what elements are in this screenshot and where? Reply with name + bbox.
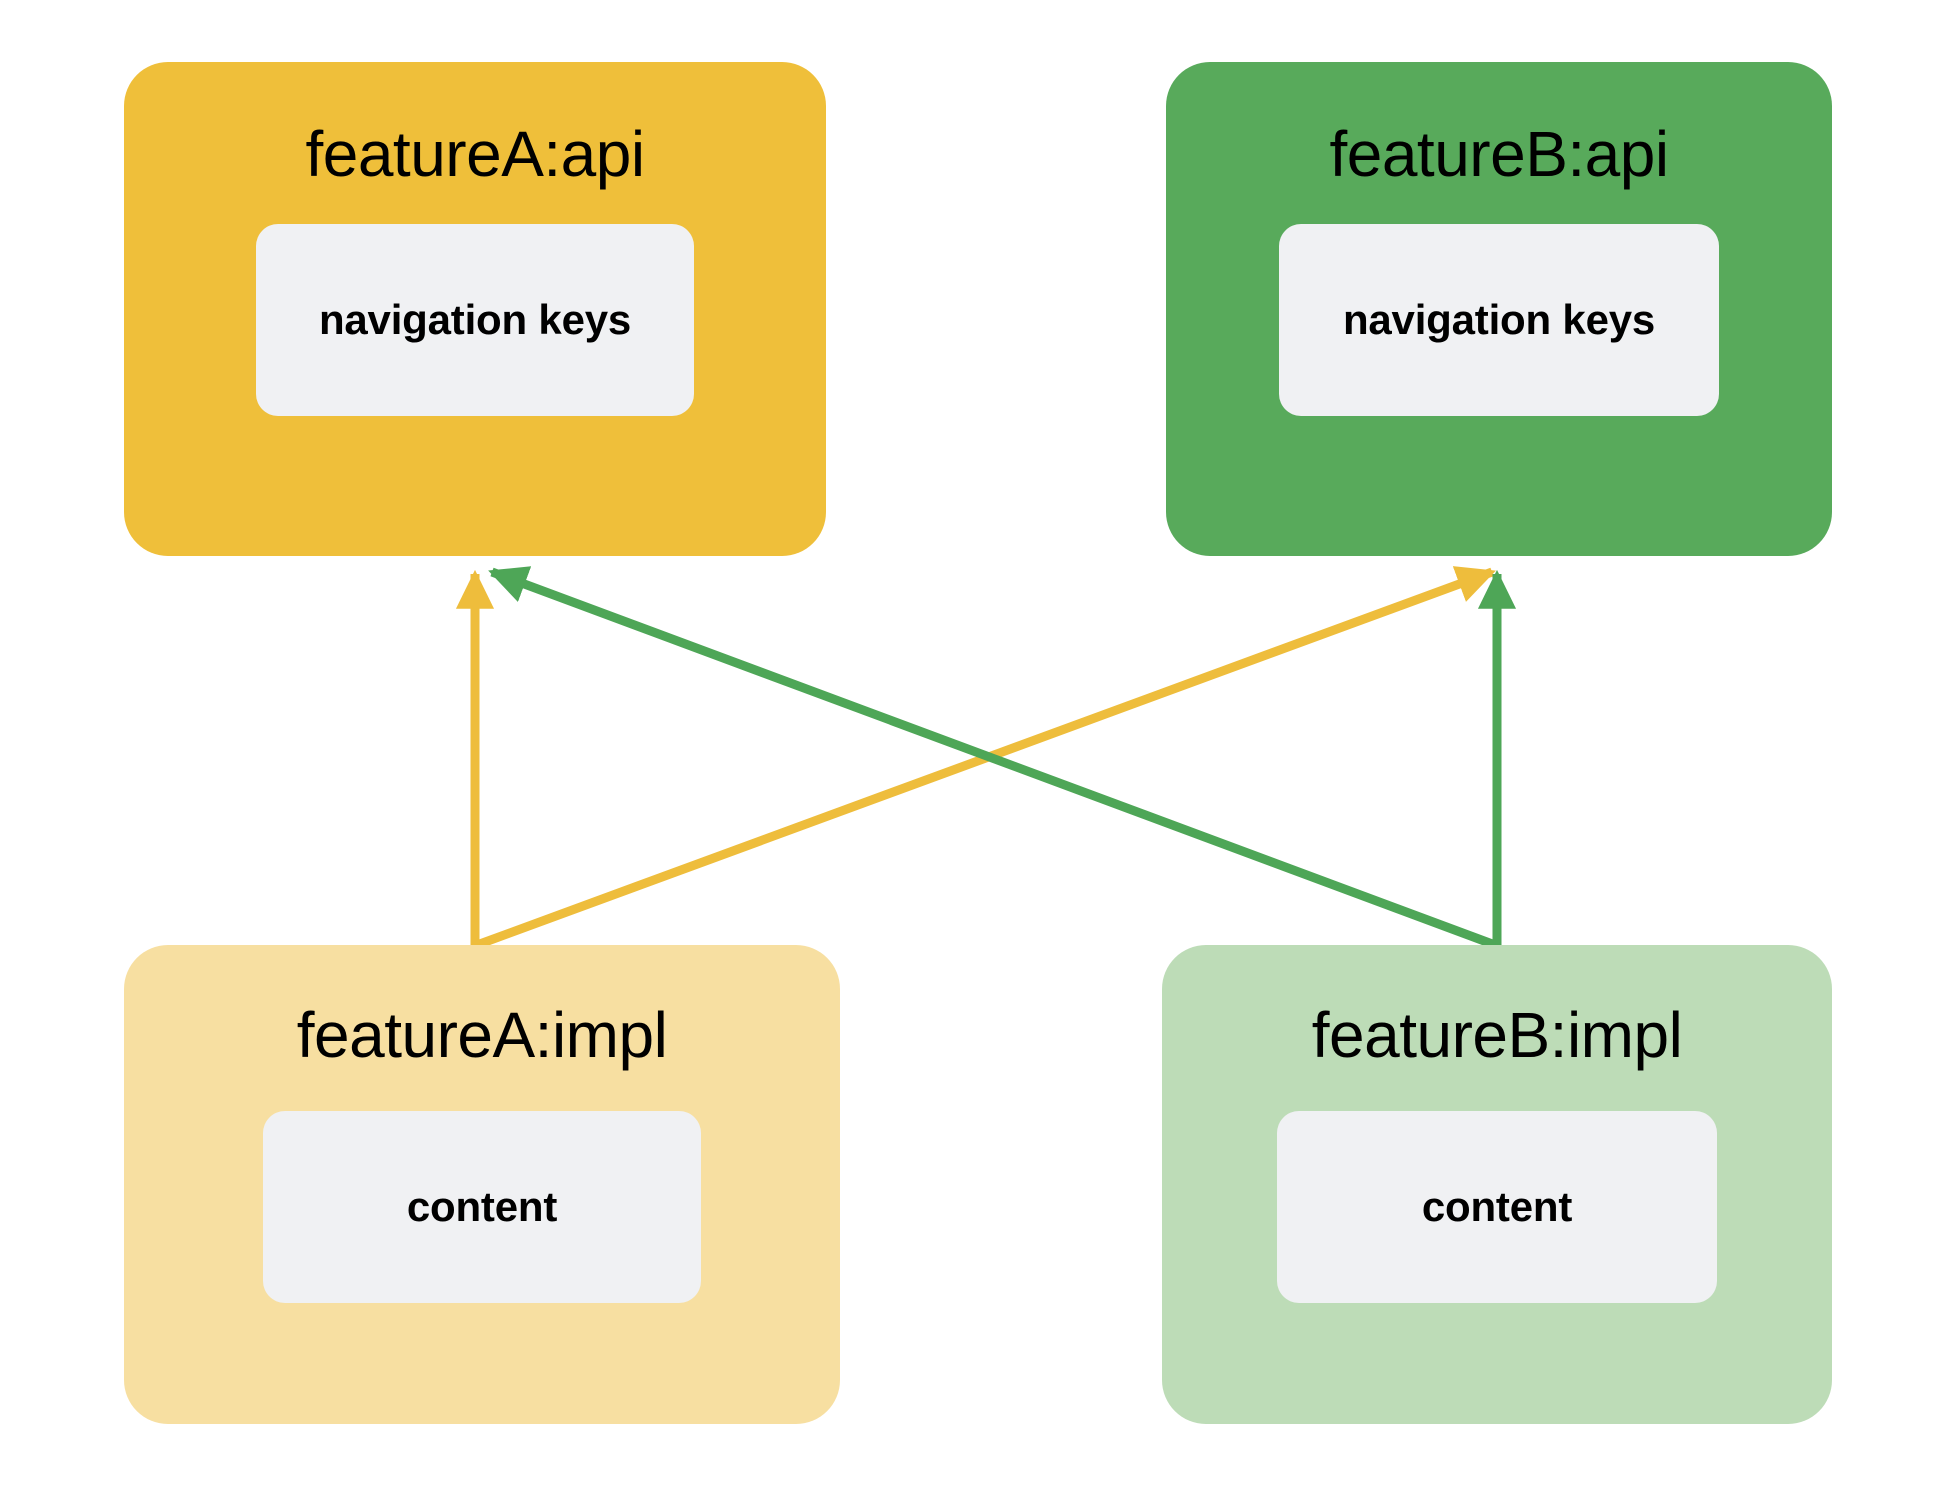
module-node-featurea-impl[interactable]: featureA:impl content	[124, 945, 840, 1424]
module-node-featureb-impl[interactable]: featureB:impl content	[1162, 945, 1832, 1424]
edge-featureb-impl-to-featurea-api	[488, 566, 1497, 950]
module-node-featureb-api[interactable]: featureB:api navigation keys	[1166, 62, 1832, 556]
artifact-label-featurea-api: navigation keys	[318, 296, 632, 343]
artifact-box-featurea-api: navigation keys	[256, 224, 694, 416]
module-title-featurea-api: featureA:api	[305, 118, 645, 190]
module-node-featurea-api[interactable]: featureA:api navigation keys	[124, 62, 826, 556]
artifact-box-featurea-impl: content	[263, 1111, 701, 1303]
edge-featurea-impl-to-featureb-api	[475, 566, 1496, 950]
module-title-featureb-impl: featureB:impl	[1311, 999, 1683, 1071]
artifact-label-featureb-impl: content	[1421, 1183, 1573, 1230]
artifact-label-featurea-impl: content	[406, 1183, 558, 1230]
artifact-box-featureb-api: navigation keys	[1279, 224, 1719, 416]
module-title-featurea-impl: featureA:impl	[296, 999, 668, 1071]
module-title-featureb-api: featureB:api	[1329, 118, 1669, 190]
artifact-box-featureb-impl: content	[1277, 1111, 1717, 1303]
artifact-label-featureb-api: navigation keys	[1342, 296, 1656, 343]
